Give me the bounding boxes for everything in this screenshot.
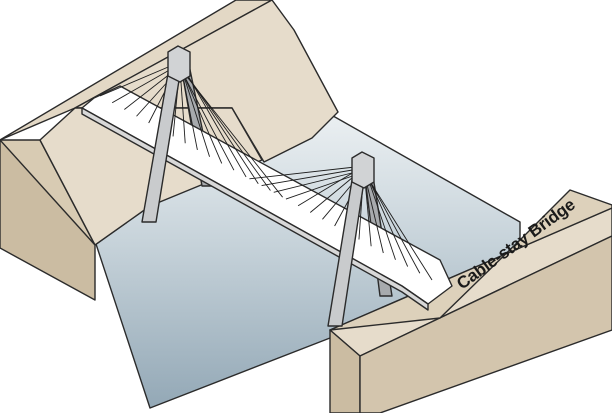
stay-cable	[285, 171, 365, 200]
stay-cable	[273, 169, 365, 193]
stay-cable	[363, 171, 433, 281]
stay-cable	[179, 67, 283, 198]
right-bank-edge	[329, 189, 612, 331]
right-bank	[329, 189, 612, 413]
stay-cable	[249, 165, 365, 180]
right-bank-front	[329, 329, 361, 413]
left-bank-front	[0, 139, 96, 301]
stay-cable	[179, 65, 223, 164]
deck-edge	[81, 107, 429, 311]
left-bank-top	[0, 0, 273, 141]
stay-cable	[179, 67, 235, 171]
front-pylon-head	[351, 151, 375, 189]
rear-pylon-head	[167, 45, 191, 83]
bridge-deck	[81, 85, 453, 311]
stay-cable	[99, 61, 181, 97]
right-bank-side	[359, 235, 612, 413]
stay-cable	[261, 167, 365, 186]
